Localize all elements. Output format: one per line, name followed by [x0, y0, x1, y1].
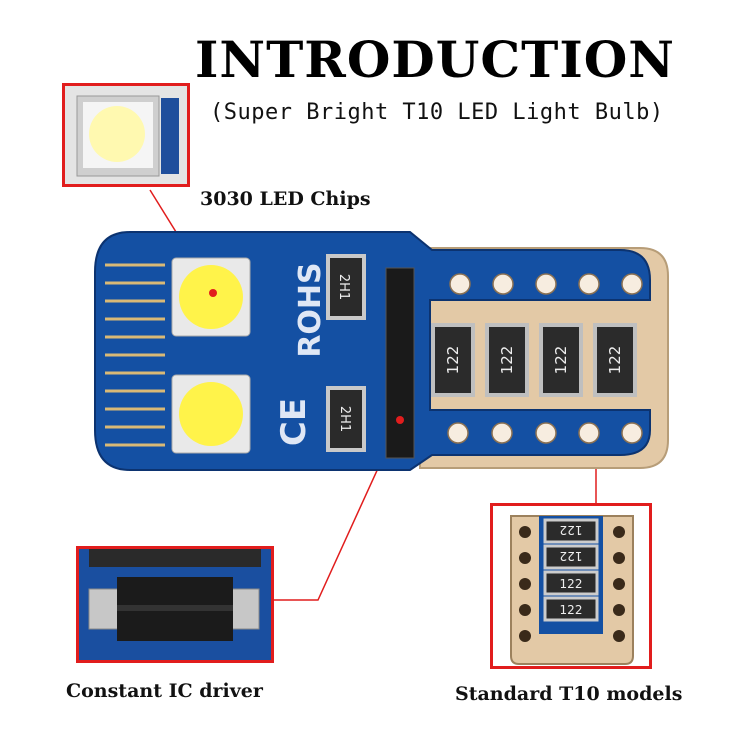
ce-marking: CE: [274, 398, 314, 446]
t10-back-closeup: 122 122 122 122: [493, 506, 649, 666]
pcb-gold-traces: [105, 263, 165, 447]
svg-text:2H1: 2H1: [336, 274, 351, 300]
inset-ic-driver: [76, 546, 274, 663]
svg-text:122: 122: [552, 346, 570, 375]
resistors-122: 122 122 122 122: [431, 323, 637, 397]
led-chip-top: [171, 257, 251, 337]
page-subtitle: (Super Bright T10 LED Light Bulb): [210, 100, 664, 125]
svg-text:122: 122: [606, 346, 624, 375]
label-t10-models: Standard T10 models: [455, 683, 683, 705]
label-ic-driver: Constant IC driver: [66, 680, 263, 702]
svg-text:122: 122: [444, 346, 462, 375]
resistor-2h1-bottom: 2H1: [326, 386, 366, 452]
svg-text:122: 122: [560, 523, 583, 537]
svg-text:122: 122: [560, 577, 583, 591]
ic-driver-closeup: [79, 549, 271, 660]
contact-holes-bottom: [447, 422, 643, 444]
resistor-2h1-top: 2H1: [326, 254, 366, 320]
led-chip-closeup: [65, 86, 187, 184]
contact-holes-top: [449, 273, 643, 295]
ic-driver-chip: [385, 267, 415, 459]
svg-text:2H1: 2H1: [337, 406, 352, 432]
svg-text:122: 122: [560, 549, 583, 563]
label-led-chips: 3030 LED Chips: [200, 188, 371, 210]
rohs-marking: ROHS: [293, 262, 328, 357]
svg-text:122: 122: [560, 603, 583, 617]
led-chip-bottom: [171, 374, 251, 454]
driver-callout-line: [274, 419, 401, 601]
page-title: INTRODUCTION: [194, 30, 676, 89]
inset-t10-models: 122 122 122 122: [490, 503, 652, 669]
inset-led-chip: [62, 83, 190, 187]
svg-text:122: 122: [498, 346, 516, 375]
